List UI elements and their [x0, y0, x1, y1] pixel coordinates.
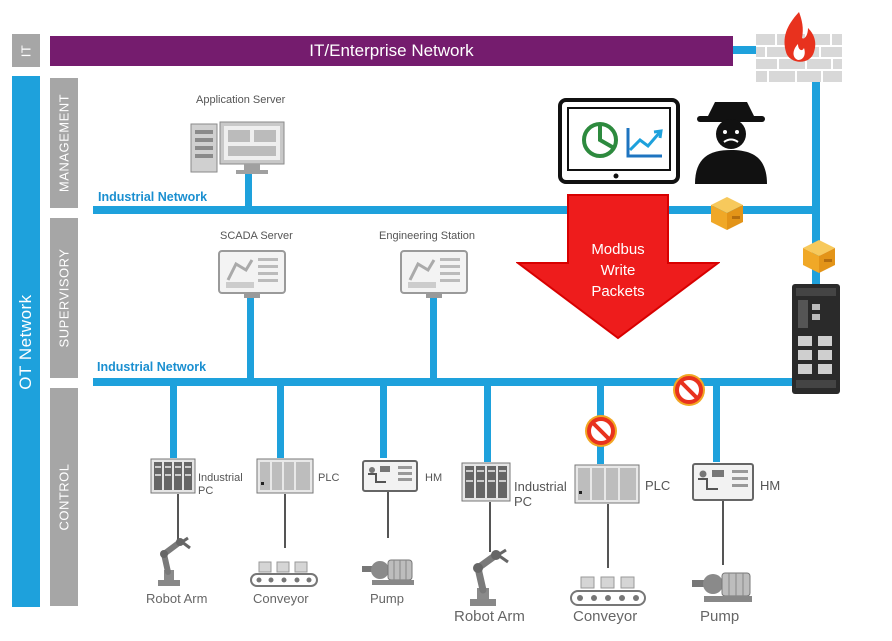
application-server-label: Application Server [196, 94, 286, 106]
drop-3 [380, 384, 387, 458]
device-top-label: Industrial PC [514, 464, 567, 509]
hmi-monitor-icon [362, 460, 418, 492]
zone-control-label: CONTROL [56, 463, 72, 531]
scada-server-label: SCADA Server [220, 230, 293, 242]
plc-label: PLC [645, 478, 671, 493]
enterprise-network-bar: IT/Enterprise Network [50, 36, 733, 66]
pump-label: Pump [700, 608, 740, 625]
drop-2 [277, 384, 284, 458]
engineering-station-label: Engineering Station [379, 230, 476, 242]
robot-arm-label: Robot Arm [146, 591, 208, 606]
industrial-network-bottom-bar [93, 378, 795, 386]
cable [177, 494, 179, 540]
drop-4 [484, 384, 491, 462]
plc-icon [574, 464, 640, 504]
packet-box-icon [800, 237, 838, 275]
zone-supervisory-label: SUPERVISORY [56, 248, 72, 348]
industrial-network-top-bar [93, 206, 820, 214]
plc-icon [256, 458, 314, 494]
conveyor-icon [249, 560, 319, 588]
it-link [733, 46, 761, 54]
eng-drop [430, 298, 437, 380]
plc-label: PLC [318, 472, 340, 484]
hacker-icon [693, 100, 769, 184]
zone-it-label: IT [18, 44, 34, 57]
industrial-pc-icon [461, 462, 511, 502]
zone-control: CONTROL [50, 388, 78, 606]
blocked-icon [583, 413, 619, 449]
pump-icon [360, 552, 416, 588]
hmi-label: HM [425, 472, 443, 484]
firewall-icon [756, 8, 842, 82]
app-server-drop [245, 172, 252, 208]
zone-ot-label: OT Network [16, 293, 35, 390]
industrial-router-icon [792, 284, 840, 394]
hmi-monitor-icon [218, 250, 286, 300]
server-icon [190, 120, 286, 176]
zone-management: MANAGEMENT [50, 78, 78, 208]
pump-label: Pump [370, 591, 404, 606]
hmi-label: HM [760, 478, 781, 493]
cable [722, 501, 724, 565]
scada-drop [247, 298, 254, 380]
industrial-network-bottom-label: Industrial Network [97, 360, 207, 374]
pump-icon [690, 564, 754, 606]
industrial-pc-label: Industrial PC [514, 479, 567, 509]
drop-1 [170, 384, 177, 458]
robot-arm-label: Robot Arm [454, 608, 525, 625]
cable [284, 494, 286, 548]
enterprise-network-label: IT/Enterprise Network [309, 41, 474, 60]
zone-ot: OT Network [12, 76, 40, 607]
industrial-pc-icon [150, 458, 196, 494]
industrial-network-top-label: Industrial Network [98, 190, 208, 204]
attack-label: Modbus Write Packets [568, 218, 668, 302]
zone-it: IT [12, 34, 40, 67]
attack-arrow [515, 193, 721, 340]
conveyor-label: Conveyor [253, 591, 309, 606]
cable [489, 502, 491, 552]
robot-arm-icon [466, 548, 516, 608]
cable [607, 504, 609, 568]
hmi-monitor-icon [692, 463, 754, 501]
attack-label-text: Modbus Write Packets [591, 241, 645, 300]
cable [387, 492, 389, 538]
tablet-chart-icon [558, 98, 680, 184]
hmi-monitor-icon [400, 250, 468, 300]
conveyor-icon [569, 575, 647, 607]
zone-management-label: MANAGEMENT [56, 93, 72, 193]
device-top-label: Industrial PC [198, 459, 243, 498]
blocked-icon [671, 372, 707, 408]
robot-arm-icon [154, 536, 198, 588]
industrial-pc-label: Industrial PC [198, 472, 243, 497]
packet-box-icon [708, 194, 746, 232]
firewall-drop [812, 78, 820, 292]
conveyor-label: Conveyor [573, 608, 638, 625]
drop-6 [713, 384, 720, 462]
zone-supervisory: SUPERVISORY [50, 218, 78, 378]
